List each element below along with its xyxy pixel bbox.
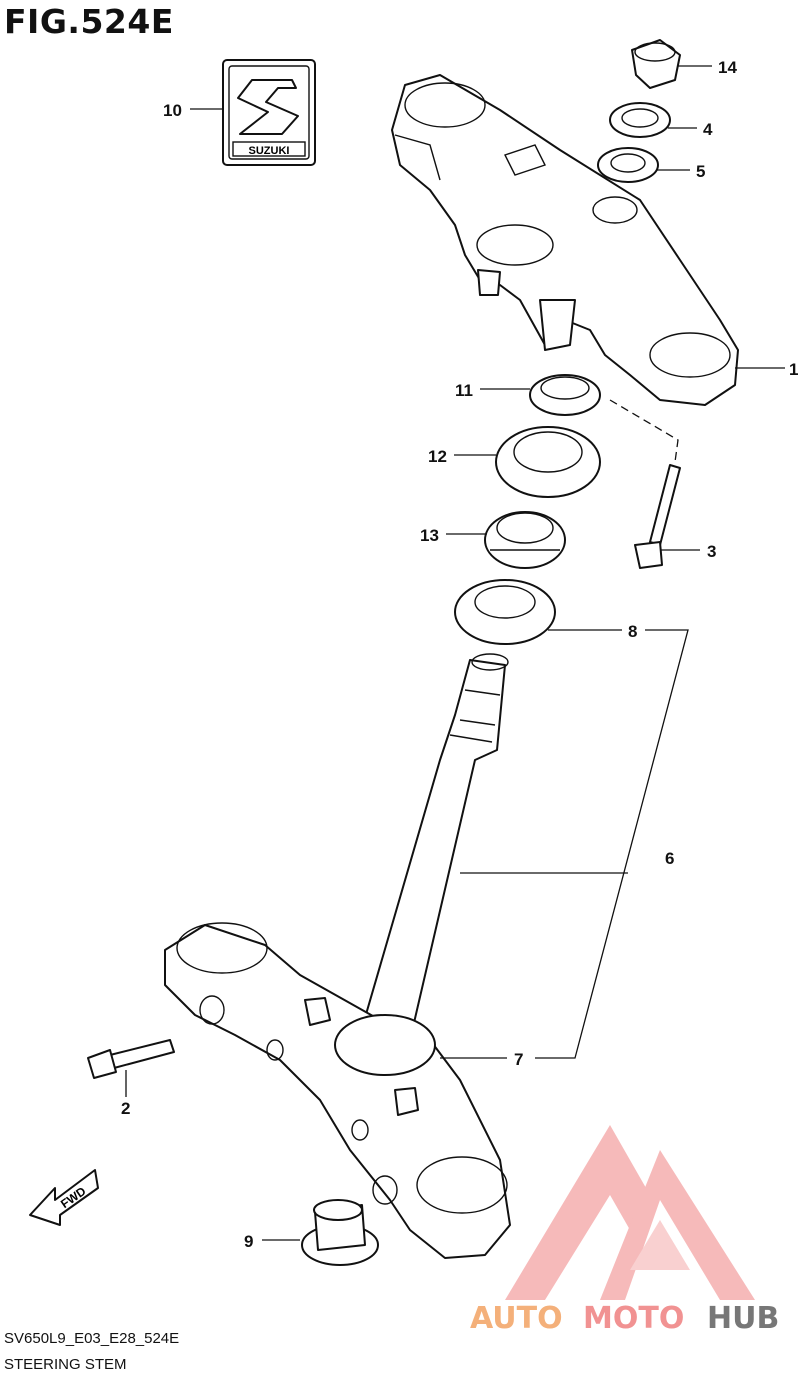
lower-bracket bbox=[164, 922, 511, 1259]
callout-3: 3 bbox=[707, 542, 716, 561]
watermark-logo bbox=[505, 1125, 755, 1300]
lock-nut bbox=[529, 374, 601, 416]
figure-title: FIG.524E bbox=[4, 2, 174, 41]
suzuki-emblem bbox=[222, 59, 316, 166]
upper-bracket bbox=[391, 74, 739, 406]
callout-5: 5 bbox=[696, 162, 705, 181]
callout-12: 12 bbox=[428, 447, 447, 466]
bolt-2 bbox=[87, 1039, 175, 1079]
callout-2: 2 bbox=[121, 1099, 130, 1118]
watermark-text-b: MOTO bbox=[583, 1301, 684, 1336]
washer-5 bbox=[597, 147, 659, 183]
callout-6: 6 bbox=[665, 849, 674, 868]
callout-4: 4 bbox=[703, 120, 713, 139]
upper-bearing bbox=[484, 511, 566, 569]
callout-7: 7 bbox=[514, 1050, 523, 1069]
figure-name: STEERING STEM bbox=[4, 1356, 127, 1373]
steering-stem bbox=[359, 653, 509, 1041]
bolt-3 bbox=[609, 399, 681, 569]
stem-cap bbox=[301, 1199, 379, 1266]
cap-nut bbox=[631, 39, 681, 89]
callout-13: 13 bbox=[420, 526, 439, 545]
leader-lines bbox=[125, 65, 785, 1241]
callout-9: 9 bbox=[244, 1232, 253, 1251]
callout-10: 10 bbox=[163, 101, 182, 120]
callout-11: 11 bbox=[455, 381, 473, 400]
dust-seal bbox=[495, 426, 601, 498]
callout-1: 1 bbox=[789, 360, 798, 379]
figure-code: SV650L9_E03_E28_524E bbox=[4, 1330, 180, 1347]
lower-bearing bbox=[454, 579, 556, 645]
callout-14: 14 bbox=[718, 58, 737, 77]
emblem-text: SUZUKI bbox=[249, 145, 290, 157]
callout-8: 8 bbox=[628, 622, 637, 641]
watermark-text-c: HUB bbox=[707, 1301, 779, 1336]
watermark-text-a: AUTO bbox=[470, 1301, 563, 1336]
washer-4 bbox=[609, 102, 671, 138]
fwd-arrow bbox=[29, 1169, 99, 1226]
